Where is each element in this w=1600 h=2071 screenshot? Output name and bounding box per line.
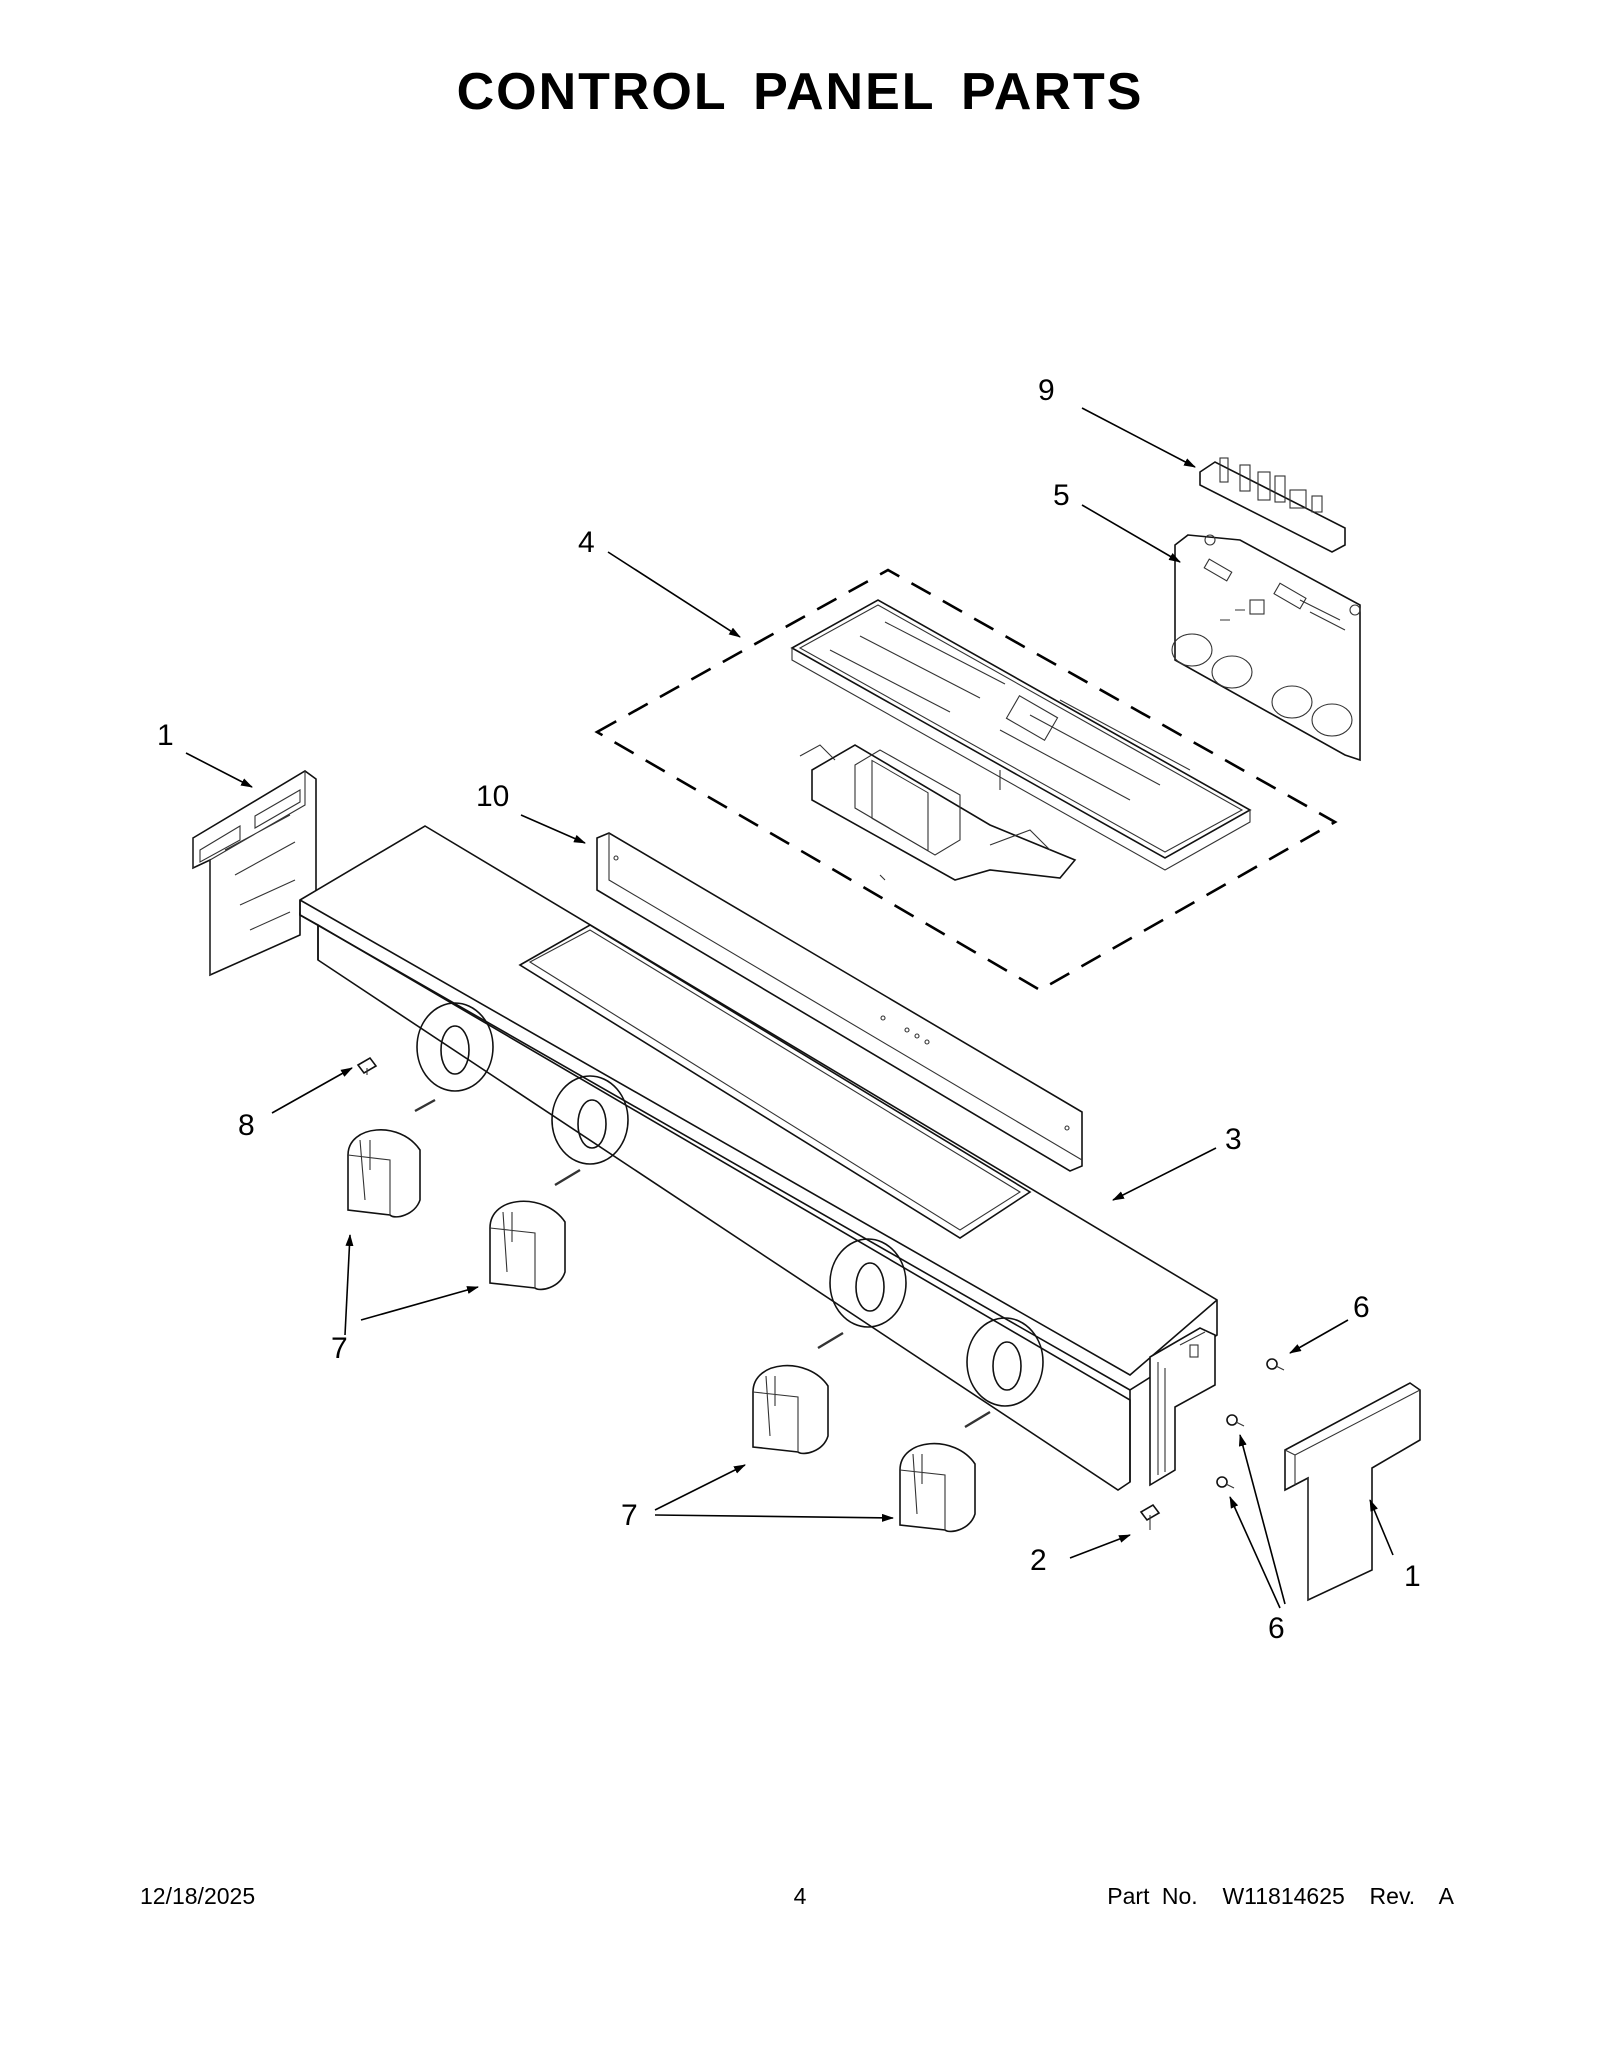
terminal-block [1199,457,1346,553]
end-cap-right [1284,1382,1421,1602]
callout-9: 9 [1038,374,1055,407]
screw-6-c [1216,1476,1235,1489]
control-panel-housing [299,825,1218,1491]
knob-3 [752,1364,829,1455]
screw-6-a [1266,1358,1285,1371]
footer-page-number: 4 [793,1883,807,1909]
assembly-outline [594,568,1338,992]
callout-2: 2 [1030,1544,1047,1577]
callout-7-bottom: 7 [621,1499,638,1532]
control-board [1171,534,1361,762]
knob-1 [347,1129,421,1218]
callout-8: 8 [238,1109,255,1142]
footer-part-number: Part No. W11814625 Rev. A [1107,1883,1454,1909]
callout-7-left: 7 [331,1332,348,1365]
callout-3: 3 [1225,1123,1242,1156]
screw-2 [1139,1503,1161,1530]
end-cap-left [192,770,317,977]
callout-1-left: 1 [157,719,174,752]
callout-6-lower: 6 [1268,1612,1285,1645]
footer-date: 12/18/2025 [140,1883,256,1909]
screw-6-b [1226,1414,1245,1427]
page-title: CONTROL PANEL PARTS [456,63,1144,121]
callout-1-right: 1 [1404,1560,1421,1593]
knob-2 [489,1200,566,1291]
callout-6-upper: 6 [1353,1291,1370,1324]
trim-strip [596,832,1083,1172]
user-interface-panel [790,599,1252,881]
callout-5: 5 [1053,479,1070,512]
screw-8 [356,1056,378,1075]
callout-10: 10 [476,780,509,813]
knob-4 [899,1442,976,1533]
callout-4: 4 [578,526,595,559]
